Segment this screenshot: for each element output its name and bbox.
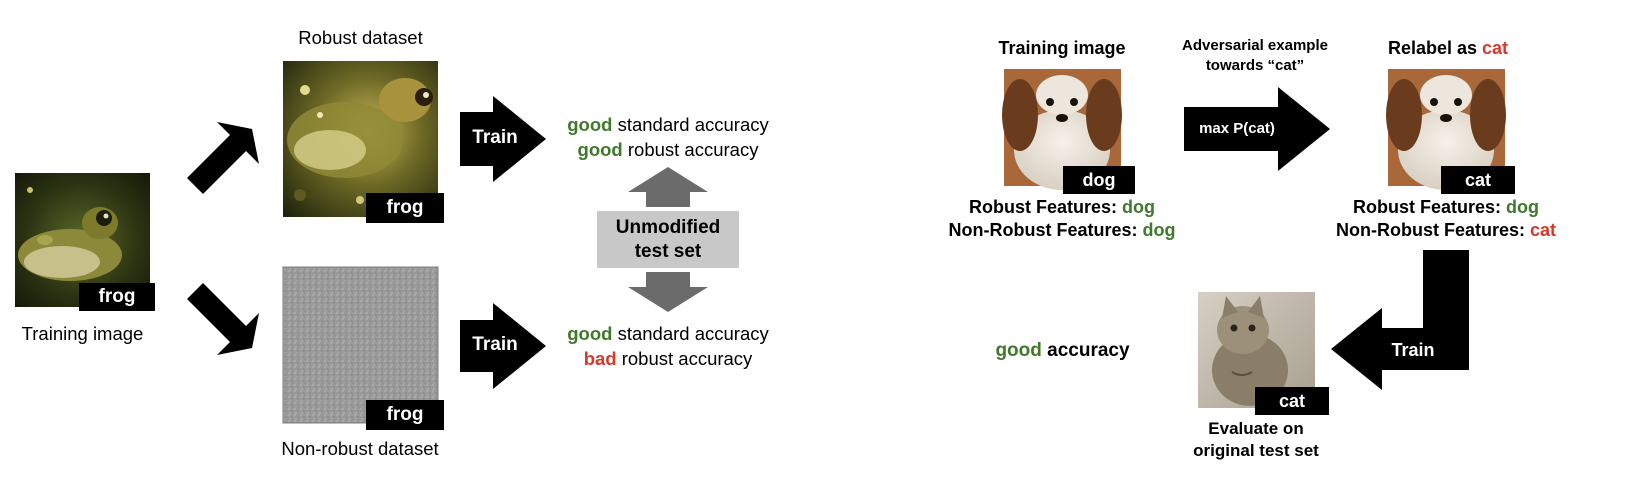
adversarial-arrow-label: max P(cat): [1199, 120, 1275, 137]
dog-robust-value: dog: [1122, 197, 1156, 217]
nonrobust-dataset-title: Non-robust dataset: [281, 438, 439, 459]
train-l-arrow-icon: [1331, 250, 1469, 390]
dog-training-title: Training image: [998, 38, 1126, 58]
accuracy-result: good accuracy: [980, 340, 1145, 362]
train-arrow-bottom-icon: [460, 303, 546, 389]
frog-training-image: [15, 173, 150, 307]
robust-dataset-image: [283, 61, 438, 217]
bottom-result-keyword-2: bad: [583, 348, 617, 369]
test-set-line-1: Unmodified: [615, 217, 721, 238]
bottom-result: good standard accuracy bad robust accura…: [548, 321, 788, 371]
adversarial-title: Adversarial example towards “cat”: [1160, 36, 1350, 76]
dog-robust-label: Robust Features:: [968, 197, 1123, 217]
relabel-nonrobust-label: Non-Robust Features:: [1335, 220, 1530, 240]
top-result-text-2: robust accuracy: [622, 139, 759, 160]
top-result-keyword-2: good: [577, 139, 623, 160]
train-right-label: Train: [1391, 340, 1435, 360]
nonrobust-frog-tag: frog: [366, 400, 444, 430]
relabel-robust-value: dog: [1506, 197, 1540, 217]
test-set-line-2: test set: [634, 241, 702, 262]
accuracy-keyword: good: [995, 340, 1042, 361]
relabel-cat-tag: cat: [1441, 166, 1515, 194]
arrow-to-robust-icon: [187, 122, 259, 194]
adversarial-line-2: towards “cat”: [1205, 57, 1305, 74]
relabel-nonrobust-value: cat: [1530, 220, 1557, 240]
relabel-features: Robust Features: dog Non-Robust Features…: [1326, 196, 1566, 242]
relabel-value: cat: [1482, 38, 1509, 58]
eval-line-1: Evaluate on: [1208, 419, 1304, 438]
adversarial-arrow-icon: [1184, 87, 1330, 171]
test-set-label: Unmodified test set: [597, 216, 739, 264]
top-result-text-1: standard accuracy: [612, 114, 769, 135]
eval-caption: Evaluate on original test set: [1166, 418, 1346, 462]
bottom-result-text-1: standard accuracy: [612, 323, 769, 344]
train-top-label: Train: [472, 127, 518, 148]
test-set-up-arrow-icon: [628, 167, 708, 207]
test-set-down-arrow-icon: [628, 272, 708, 312]
relabel-robust-label: Robust Features:: [1352, 197, 1507, 217]
adversarial-line-1: Adversarial example: [1182, 37, 1328, 54]
relabel-title: Relabel as cat: [1368, 38, 1528, 59]
frog-tag: frog: [79, 283, 155, 311]
eval-line-2: original test set: [1193, 441, 1319, 460]
accuracy-text: accuracy: [1041, 340, 1130, 361]
train-bottom-label: Train: [472, 334, 518, 355]
dog-nonrobust-value: dog: [1142, 220, 1176, 240]
top-result: good standard accuracy good robust accur…: [548, 112, 788, 162]
bottom-result-keyword-1: good: [567, 323, 613, 344]
training-image-caption: Training image: [21, 323, 144, 344]
train-arrow-top-icon: [460, 96, 546, 182]
dog-nonrobust-label: Non-Robust Features:: [948, 220, 1143, 240]
top-result-keyword-1: good: [567, 114, 613, 135]
bottom-result-text-2: robust accuracy: [616, 348, 753, 369]
nonrobust-dataset-image: [282, 266, 439, 424]
relabel-prefix: Relabel as: [1387, 38, 1483, 58]
test-set-box: [597, 211, 739, 268]
dog-tag: dog: [1063, 166, 1135, 194]
eval-cat-tag: cat: [1255, 387, 1329, 415]
dog-features: Robust Features: dog Non-Robust Features…: [942, 196, 1182, 242]
robust-frog-tag: frog: [366, 193, 444, 223]
robust-dataset-title: Robust dataset: [298, 27, 423, 48]
arrow-to-nonrobust-icon: [187, 283, 259, 355]
